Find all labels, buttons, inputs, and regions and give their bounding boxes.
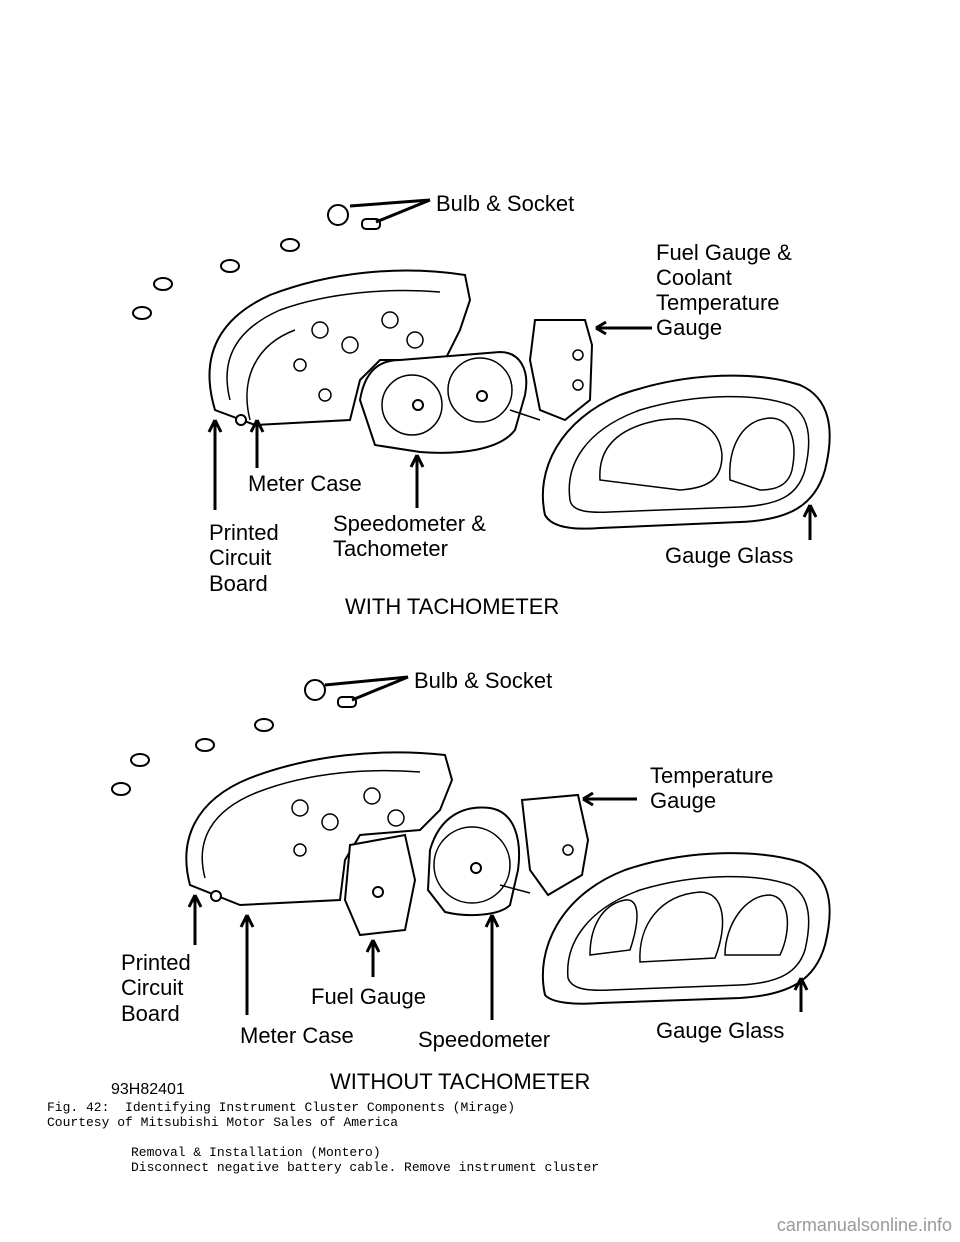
temperature-gauge-bottom (520, 793, 590, 897)
watermark: carmanualsonline.info (776, 1215, 952, 1235)
figure-caption: Fig. 42: Identifying Instrument Cluster … (47, 1100, 516, 1115)
courtesy-line: Courtesy of Mitsubishi Motor Sales of Am… (47, 1115, 399, 1130)
title-with-tachometer: WITH TACHOMETER (345, 594, 559, 619)
fuel-gauge-bottom (343, 833, 417, 937)
label-printed-circuit-board-top: Printed Circuit Board (209, 520, 285, 596)
speedometer-tachometer-top (358, 350, 528, 454)
top-figure: Bulb & Socket Fuel Gauge & Coolant Tempe… (132, 191, 831, 619)
arrow-bulb-socket-bottom (324, 675, 409, 702)
arrow-fuel-coolant-top (595, 320, 652, 336)
label-gauge-glass-bottom: Gauge Glass (656, 1018, 784, 1043)
figure-code: 93H82401 (111, 1081, 185, 1098)
arrow-fuel-gauge-bottom (365, 939, 381, 977)
label-speedometer-tachometer-top: Speedometer & Tachometer (333, 511, 492, 561)
instruction-text: Disconnect negative battery cable. Remov… (131, 1160, 600, 1175)
meter-case-top (208, 269, 472, 427)
arrow-printed-circuit-board-bottom (187, 894, 203, 945)
gauge-glass-top (541, 374, 831, 530)
meter-case-bottom (185, 751, 454, 907)
label-bulb-socket-bottom: Bulb & Socket (414, 668, 552, 693)
label-temperature-gauge-bottom: Temperature Gauge (650, 763, 780, 813)
fuel-coolant-gauge-top (509, 319, 594, 422)
arrow-bulb-socket-top (349, 198, 431, 224)
label-bulb-socket-top: Bulb & Socket (436, 191, 574, 216)
label-fuel-gauge-bottom: Fuel Gauge (311, 984, 426, 1009)
label-gauge-glass-top: Gauge Glass (665, 543, 793, 568)
gauge-glass-bottom (541, 852, 831, 1005)
arrow-speedometer-bottom (484, 914, 500, 1020)
title-without-tachometer: WITHOUT TACHOMETER (330, 1069, 590, 1094)
label-meter-case-top: Meter Case (248, 471, 362, 496)
arrow-printed-circuit-board-top (207, 419, 223, 510)
arrow-temperature-gauge-bottom (582, 791, 637, 807)
bulb-socket-parts (132, 204, 381, 320)
arrow-meter-case-top (249, 419, 265, 468)
label-fuel-coolant-top: Fuel Gauge & Coolant Temperature Gauge (656, 240, 798, 340)
bottom-figure: Bulb & Socket Temperature Gauge Printed … (111, 668, 831, 1098)
arrow-gauge-glass-top (802, 504, 818, 540)
bulb-socket-parts-bottom (111, 679, 357, 796)
arrow-meter-case-bottom (239, 914, 255, 1015)
label-speedometer-bottom: Speedometer (418, 1027, 550, 1052)
speedometer-bottom (426, 806, 531, 917)
arrow-gauge-glass-bottom (793, 977, 809, 1012)
label-printed-circuit-board-bottom: Printed Circuit Board (121, 950, 197, 1026)
section-heading: Removal & Installation (Montero) (131, 1145, 381, 1160)
arrow-speedometer-top (409, 454, 425, 508)
label-meter-case-bottom: Meter Case (240, 1023, 354, 1048)
